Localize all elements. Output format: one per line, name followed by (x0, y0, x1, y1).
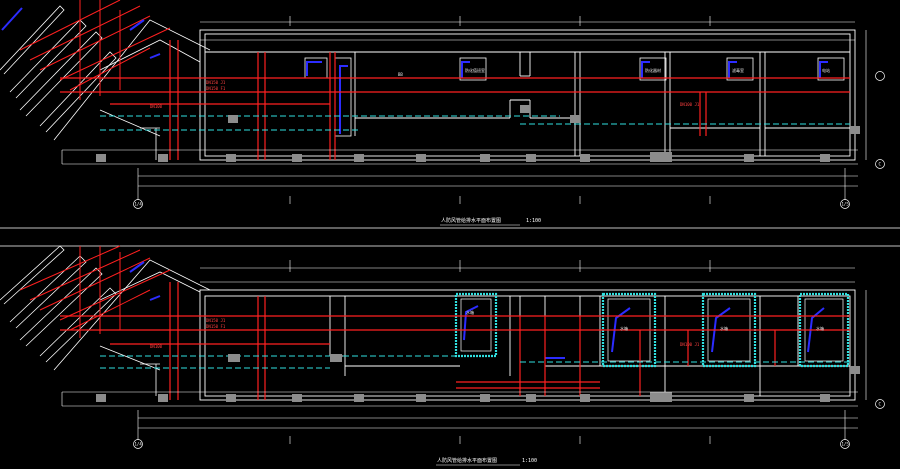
plan-1-room-label-2: 防化值班室 (465, 67, 485, 73)
plan-2-scale: 1:100 (522, 458, 537, 464)
plan-1-caption: 人防风管给排水平面布置图 (441, 217, 501, 224)
plan-1-pipe-tag-1: DN150 J1 (206, 80, 226, 85)
plan-2-grid-side: C (879, 402, 882, 407)
plan-2-caption: 人防风管给排水平面布置图 (437, 457, 497, 464)
plan-2-pipe-tag-4: DN100 J1 (680, 342, 700, 347)
plan-2-columns (96, 354, 860, 402)
plan-2: 水箱 水箱 水箱 水箱 DN150 J1 DN150 F1 DN100 DN10… (0, 245, 885, 466)
plan-1-cyan-pipes (100, 115, 850, 131)
plan-2-pipe-tag-3: DN100 (150, 344, 163, 349)
plan-2-angled-wing (0, 245, 211, 396)
plan-1-red-pipes (60, 40, 850, 160)
plan-1-axis-ticks (289, 16, 711, 226)
plan-1-columns (96, 105, 860, 162)
plan-2-room-label-4: 水箱 (816, 325, 824, 331)
plan-2-grid-right: 1/5 (842, 442, 850, 447)
plan-1-pipe-tag-4: DN100 J1 (680, 102, 700, 107)
plan-1-grid-right: 1/5 (842, 202, 850, 207)
plan-1-room-label-1: BB (398, 72, 403, 77)
plan-2-grid-left: 1/4 (135, 442, 143, 447)
plan-1-grid-side: C (879, 162, 882, 167)
plan-2-grid-bubbles (133, 399, 885, 449)
plan-2-room-label-3: 水箱 (720, 325, 728, 331)
plan-2-red-pipes (60, 282, 850, 400)
plan-2-wing-pipes (19, 245, 171, 338)
plan-1-grid-bubbles (133, 71, 885, 209)
plan-2-dimensions (61, 267, 867, 440)
plan-2-room-label-2: 水箱 (620, 325, 628, 331)
plan-2-cyan-pipes (100, 355, 850, 369)
plan-1-pipe-tag-2: DN150 F1 (206, 86, 226, 91)
plan-1-grid-left: 1/4 (135, 202, 143, 207)
plan-1-scale: 1:100 (526, 218, 541, 224)
plan-1-room-label-5: 电站 (822, 67, 830, 73)
plan-2-room-label-1: 水箱 (466, 309, 474, 315)
plan-1-blue-marks (306, 61, 828, 134)
plan-2-pipe-tag-1: DN150 J1 (206, 318, 226, 323)
plan-2-wing-blue-accents (129, 261, 161, 301)
plan-1: BB 防化值班室 防化器材 滤毒室 电站 DN150 J1 DN150 F1 D… (0, 0, 885, 226)
plan-2-pipe-tag-2: DN150 F1 (206, 324, 226, 329)
plan-1-wing-pipes (19, 0, 171, 100)
plan-1-pipe-tag-3: DN100 (150, 104, 163, 109)
plan-1-room-label-3: 防化器材 (645, 67, 661, 73)
plan-1-dimensions (61, 21, 867, 200)
plan-1-wing-blue-accents (1, 7, 161, 59)
plan-2-axis-ticks (289, 260, 711, 466)
plan-1-room-label-4: 滤毒室 (732, 67, 744, 73)
plan-2-blue-marks (463, 305, 825, 359)
